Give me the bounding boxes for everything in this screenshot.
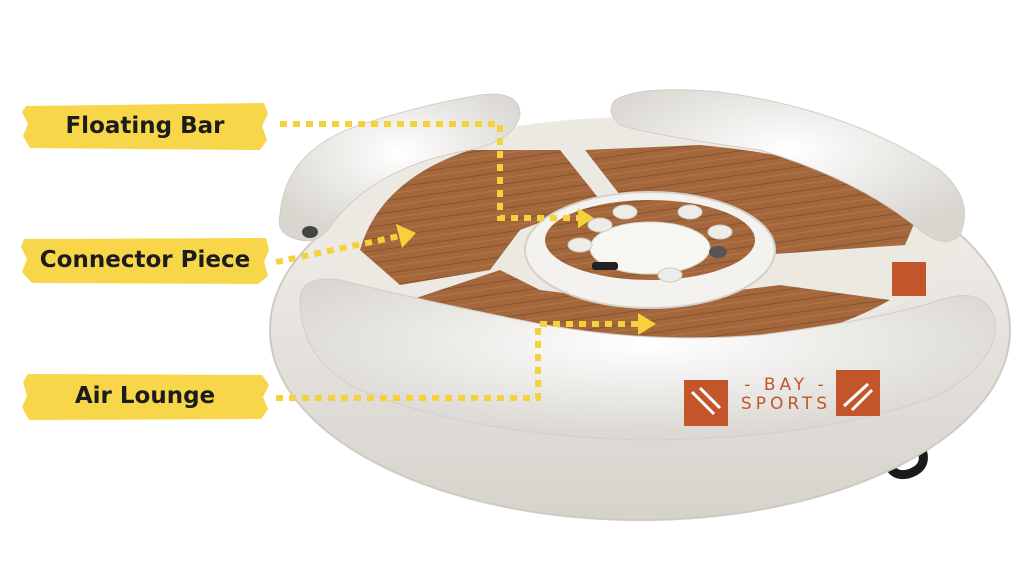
label-floating-bar: Floating Bar — [20, 100, 270, 152]
label-text: Floating Bar — [65, 113, 225, 139]
dotted-arrow-icon — [280, 121, 580, 221]
label-connector-piece: Connector Piece — [20, 234, 270, 286]
brand-line-2: SPORTS — [740, 394, 832, 414]
highlight-brush — [22, 103, 268, 150]
brand-wordmark: - BAY - SPORTS — [738, 376, 834, 414]
dotted-arrow-icon — [275, 233, 401, 265]
brand-line-1: - BAY - — [744, 375, 828, 395]
highlight-brush — [21, 238, 269, 284]
deck-panel — [360, 150, 600, 285]
floating-bar — [524, 191, 776, 309]
bay-sports-logo-icon — [684, 262, 926, 426]
dotted-arrow-icon — [276, 321, 640, 401]
highlight-brush — [22, 374, 269, 420]
label-text: Connector Piece — [39, 247, 251, 273]
label-text: Air Lounge — [74, 383, 216, 409]
valve — [302, 226, 318, 238]
dotted-arrow-icon — [638, 313, 656, 335]
label-air-lounge: Air Lounge — [20, 370, 270, 422]
dotted-arrow-icon — [396, 224, 416, 248]
dotted-arrow-icon — [578, 208, 594, 228]
air-lounge-cushion — [610, 89, 965, 242]
